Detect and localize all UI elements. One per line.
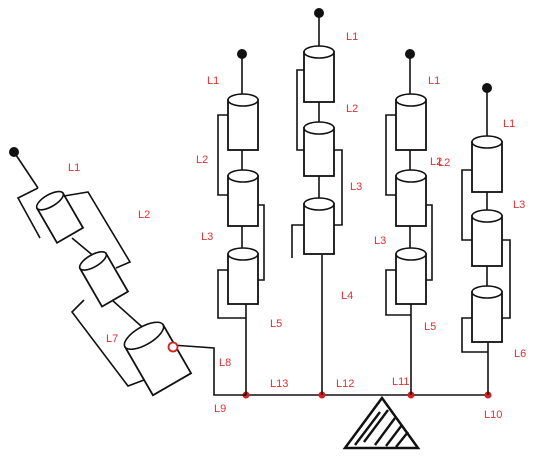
- middle-label-l2: L2: [346, 103, 358, 115]
- index-joint-2: [227, 169, 259, 227]
- palm-label-l11: L11: [392, 376, 410, 388]
- ground-support: [342, 395, 421, 450]
- ring-joint-3: [395, 247, 427, 305]
- thumb-label-l9: L9: [214, 403, 226, 415]
- palm-label-l13: L13: [270, 378, 288, 390]
- middle-label-l1: L1: [346, 31, 358, 43]
- thumb-joint-3: [123, 321, 193, 397]
- little-label-l1: L1: [503, 118, 515, 130]
- palm-label-l12: L12: [336, 378, 354, 390]
- middle-label-l3: L3: [350, 181, 362, 193]
- thumb-label-l2: L2: [138, 209, 150, 221]
- middle-joint-3: [303, 197, 335, 255]
- ring-label-l3: L3: [374, 235, 386, 247]
- middle-joint-2: [303, 121, 335, 177]
- little-joint-2: [471, 209, 503, 267]
- index-finger: [217, 49, 265, 395]
- middle-label-l4: L4: [341, 290, 353, 302]
- ring-joint-2: [395, 169, 427, 227]
- little-joint-3: [471, 285, 503, 343]
- little-finger: [461, 83, 511, 395]
- thumb: [9, 147, 246, 397]
- index-label-l5: L5: [270, 318, 282, 330]
- thumb-label-l1: L1: [68, 162, 80, 174]
- little-joint-1: [471, 135, 503, 193]
- palm-base: [242, 391, 492, 450]
- index-joint-1: [227, 93, 259, 151]
- middle-finger: [291, 8, 343, 395]
- little-label-l2: L2: [438, 157, 450, 169]
- thumb-label-l7: L7: [106, 333, 118, 345]
- thumb-joint-1: [35, 190, 85, 245]
- little-label-l3-top: L3: [513, 199, 525, 211]
- index-joint-3: [227, 247, 259, 305]
- thumb-pivot-node: [167, 341, 179, 353]
- thumb-joint-2: [78, 251, 130, 308]
- ring-finger: [385, 49, 433, 395]
- little-label-l6: L6: [514, 348, 526, 360]
- index-label-l2: L2: [196, 154, 208, 166]
- middle-joint-1: [303, 45, 335, 103]
- thumb-label-l8: L8: [219, 357, 231, 369]
- ring-label-l1: L1: [428, 75, 440, 87]
- labels: L1 L2 L7 L8 L9 L1 L2 L3 L5 L1 L2 L3 L4 L…: [68, 31, 526, 421]
- ring-joint-1: [395, 93, 427, 151]
- index-label-l3: L3: [201, 231, 213, 243]
- palm-label-l10: L10: [484, 409, 502, 421]
- ring-label-l5: L5: [424, 321, 436, 333]
- ring-label-l2: L2: [430, 156, 442, 168]
- index-label-l1: L1: [207, 75, 219, 87]
